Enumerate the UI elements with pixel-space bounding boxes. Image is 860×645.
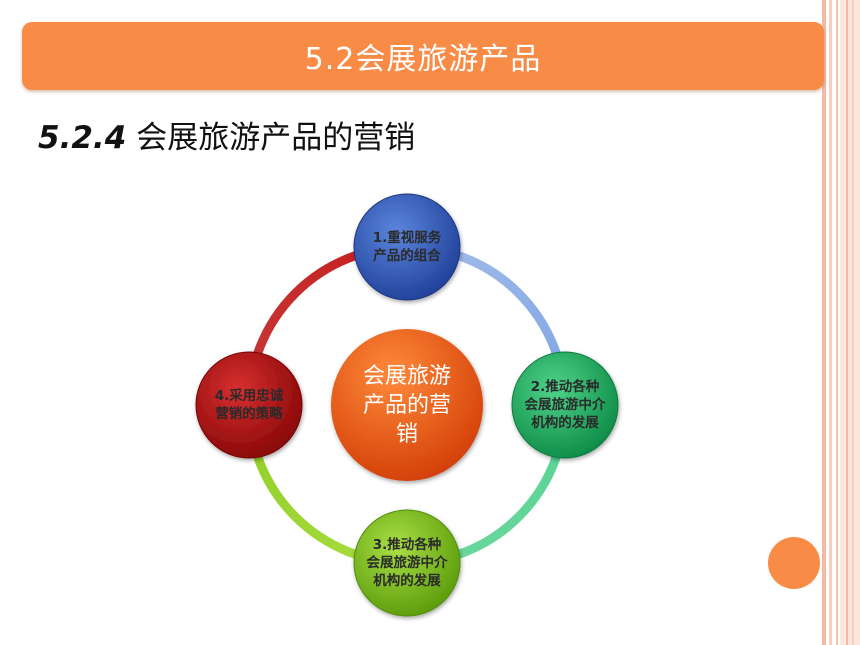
title-bar: 5.2会展旅游产品 bbox=[22, 22, 824, 90]
node-4 bbox=[195, 351, 303, 459]
border-stripe bbox=[846, 0, 848, 645]
node-1-label: 1.重视服务产品的组合 bbox=[372, 230, 442, 264]
node-2 bbox=[511, 351, 619, 459]
border-stripe bbox=[840, 0, 860, 645]
decorative-circle bbox=[768, 537, 820, 589]
border-stripe bbox=[836, 0, 838, 645]
node-4-label: 4.采用忠诚营销的策略 bbox=[214, 388, 284, 422]
section-number: 5.2.4 bbox=[38, 120, 127, 156]
node-2-label: 2.推动各种会展旅游中介机构的发展 bbox=[524, 379, 606, 431]
page-title: 5.2会展旅游产品 bbox=[304, 42, 542, 77]
border-stripe bbox=[829, 0, 832, 645]
border-stripe bbox=[852, 0, 854, 645]
border-stripe bbox=[822, 0, 826, 645]
section-title: 会展旅游产品的营销 bbox=[136, 120, 416, 156]
center-node-label: 会展旅游产品的营销 bbox=[362, 363, 451, 447]
node-3 bbox=[353, 509, 461, 617]
center-node bbox=[331, 329, 483, 481]
node-3-label: 3.推动各种会展旅游中介机构的发展 bbox=[366, 537, 448, 589]
node-1 bbox=[353, 193, 461, 301]
